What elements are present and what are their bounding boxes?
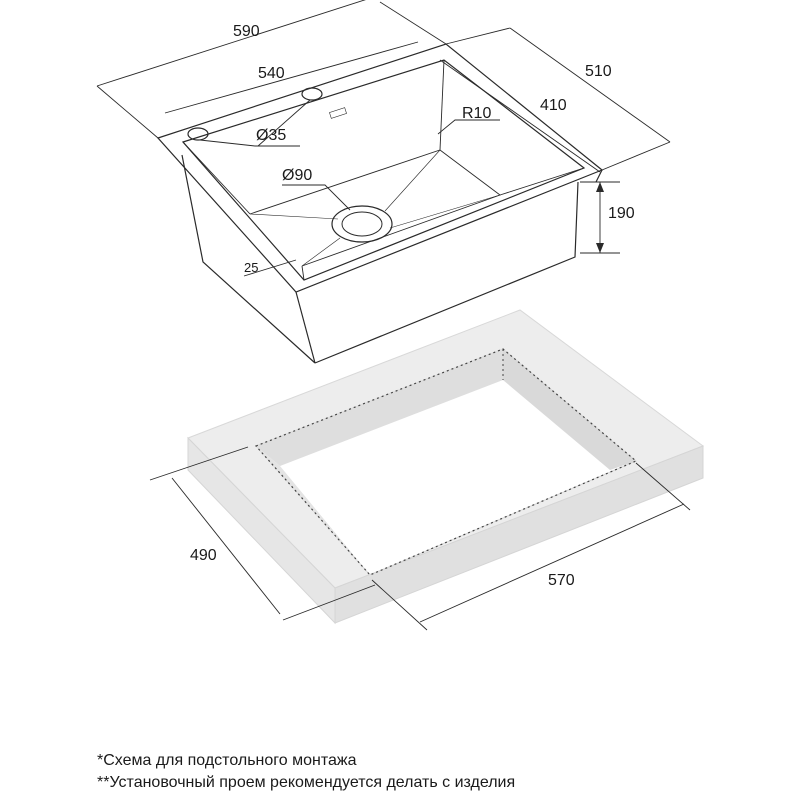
tap-hole-right: [301, 87, 323, 101]
cutout-back-wall: [256, 349, 503, 466]
dim-490: 490: [190, 547, 217, 564]
countertop-left-side: [187, 436, 336, 625]
note-undermount: *Схема для подстольного монтажа: [97, 752, 357, 769]
cutout-dimension-lines: [149, 446, 691, 631]
dim-r10: R10: [462, 105, 491, 122]
dim-190: 190: [608, 205, 635, 222]
dim-510: 510: [585, 63, 612, 80]
bowl-outer-right-wall: [314, 181, 579, 364]
bowl-outer-left-wall: [181, 154, 316, 364]
dim-570: 570: [548, 572, 575, 589]
dim-25: 25: [244, 260, 258, 275]
tap-hole-left: [187, 127, 209, 141]
dim-drain: Ø90: [282, 167, 312, 184]
sink-dimension-arrows: [596, 182, 604, 253]
countertop-drawing: [187, 309, 705, 625]
drain-outer: [331, 205, 393, 243]
cutout-right-wall: [503, 349, 636, 470]
dim-410: 410: [540, 97, 567, 114]
bowl-bottom: [249, 149, 501, 267]
brand-plate: [329, 107, 347, 119]
sink-drawing: [156, 43, 604, 364]
note-cutout: **Установочный проем рекомендуется делат…: [97, 774, 516, 791]
drain-inner: [341, 211, 383, 237]
dim-540: 540: [258, 65, 285, 82]
sink-outer-rim: [156, 43, 604, 293]
bowl-top-edge: [181, 59, 586, 281]
dim-tap-hole: Ø35: [256, 127, 286, 144]
installation-notes: *Схема для подстольного монтажа **Устано…: [97, 750, 515, 794]
dim-590: 590: [233, 23, 260, 40]
cutout-dotted-outline: [254, 348, 638, 576]
sink-dimension-lines: [96, 0, 671, 277]
